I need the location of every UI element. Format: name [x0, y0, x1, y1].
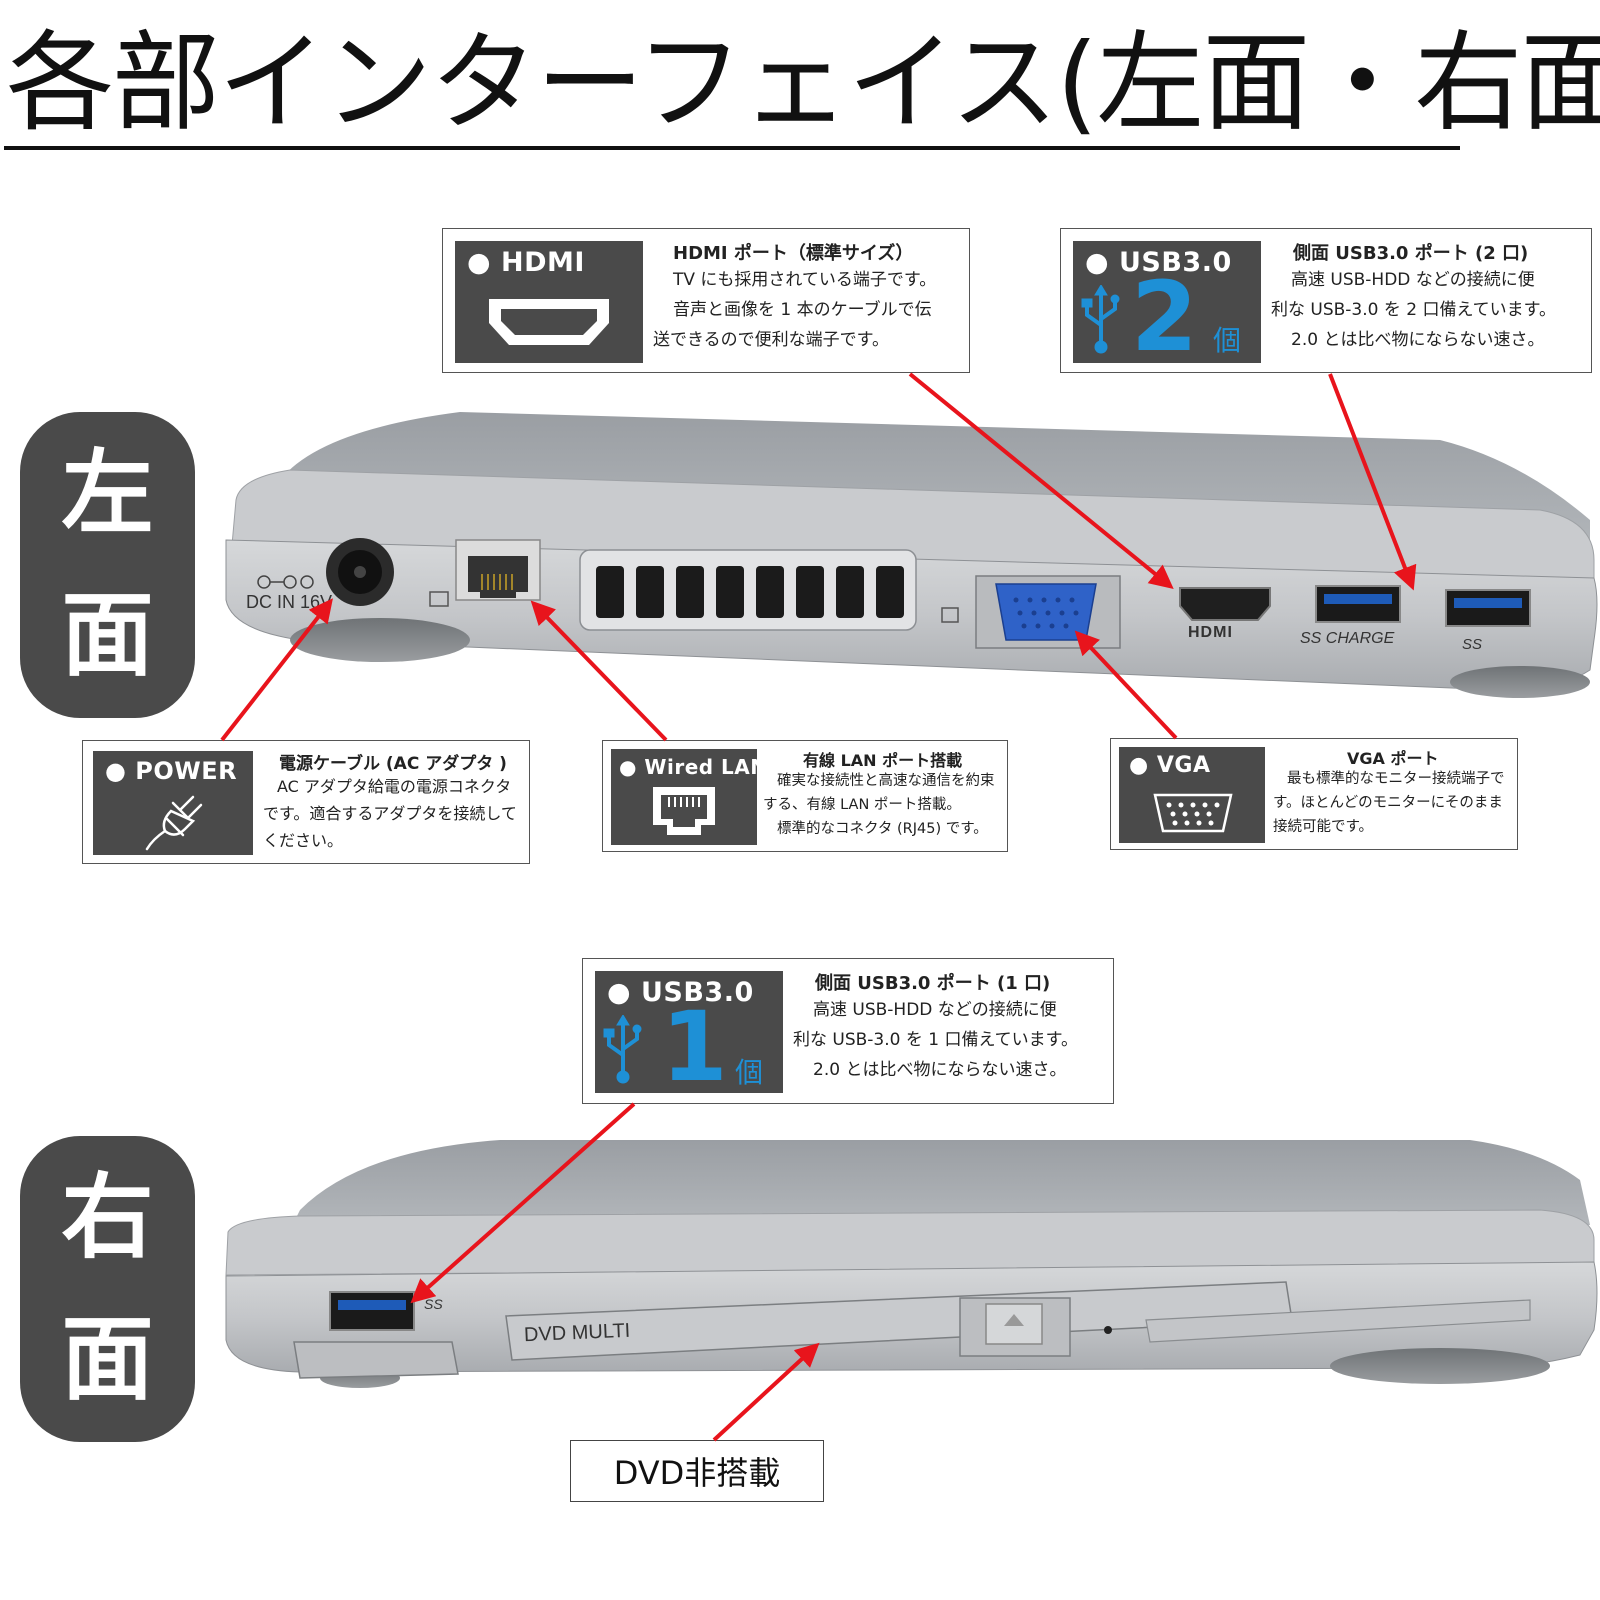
- usb-left-count: 2: [1131, 261, 1198, 373]
- left-side-char-2: 面: [61, 582, 154, 689]
- usb-left-line-1: 高速 USB-HDD などの接続に便: [1291, 270, 1535, 290]
- power-plug-icon: [145, 795, 203, 851]
- hdmi-callout-body: TV にも採用されている端子です。 音声と画像を 1 本のケーブルで伝 送できる…: [653, 265, 969, 355]
- vga-line-1: 最も標準的なモニター接続端子で: [1287, 771, 1505, 787]
- usb-left-tile-label: ● USB3.0: [1085, 247, 1232, 278]
- power-callout-body: AC アダプタ給電の電源コネクタ です。適合するアダプタを接続して ください。: [263, 773, 529, 854]
- usb-right-ss-marking: SS: [424, 1296, 443, 1312]
- lan-line-2: する、有線 LAN ポート搭載。: [763, 797, 961, 813]
- power-line-1: AC アダプタ給電の電源コネクタ: [277, 777, 512, 796]
- dvd-not-equipped-note: DVD非搭載: [570, 1440, 824, 1502]
- lan-line-3: 標準的なコネクタ (RJ45) です。: [777, 821, 988, 837]
- vga-connector-icon: [1153, 793, 1233, 833]
- usb-trident-icon: [1081, 285, 1120, 354]
- hdmi-icon: [489, 299, 609, 345]
- usb-trident-icon: [603, 1015, 642, 1084]
- vga-callout-body: 最も標準的なモニター接続端子で す。ほとんどのモニターにそのまま 接続可能です。: [1273, 767, 1517, 839]
- usb-port-right: [329, 1291, 415, 1331]
- usb-ss-marking: SS: [1462, 636, 1483, 653]
- page-title: 各部インターフェイス(左面・右面): [6, 21, 1600, 146]
- hdmi-line-1: TV にも採用されている端子です。: [673, 270, 937, 290]
- hdmi-line-3: 送できるので便利な端子です。: [653, 330, 889, 350]
- dvd-marking: DVD MULTI: [523, 1319, 631, 1347]
- hdmi-tile-label: ● HDMI: [467, 247, 585, 278]
- usb-right-line-2: 利な USB-3.0 を 1 口備えています。: [793, 1030, 1078, 1050]
- dc-in-marking: DC IN 16V: [246, 592, 333, 612]
- lan-line-1: 確実な接続性と高速な通信を約束: [777, 773, 995, 789]
- usb-left-callout: ● USB3.0 2 個 側面 USB3.0 ポート (2 口) 高速 USB-…: [1060, 228, 1592, 373]
- usb-right-unit: 個: [735, 1056, 764, 1089]
- usb-right-callout: ● USB3.0 1 個 側面 USB3.0 ポート (1 口) 高速 USB-…: [582, 958, 1114, 1104]
- power-callout-title: 電源ケーブル (AC アダプタ ): [279, 754, 507, 774]
- power-tile-label: ● POWER: [105, 757, 238, 785]
- ethernet-icon: [653, 787, 715, 835]
- hdmi-tile: ● HDMI: [455, 241, 643, 363]
- right-side-badge: 右 面: [20, 1136, 195, 1442]
- dvd-eject-button: [985, 1303, 1043, 1345]
- usb-right-callout-body: 高速 USB-HDD などの接続に便 利な USB-3.0 を 1 口備えていま…: [793, 995, 1113, 1085]
- power-line-3: ください。: [263, 831, 344, 850]
- usb-left-line-3: 2.0 とは比べ物にならない速さ。: [1291, 330, 1545, 350]
- left-side-char-1: 左: [61, 440, 154, 547]
- usb-left-line-2: 利な USB-3.0 を 2 口備えています。: [1271, 300, 1556, 320]
- vga-line-2: す。ほとんどのモニターにそのまま: [1273, 795, 1503, 811]
- usb-charge-marking: SS CHARGE: [1300, 630, 1395, 647]
- right-side-char-2: 面: [61, 1306, 154, 1413]
- hdmi-callout: ● HDMI HDMI ポート（標準サイズ） TV にも採用されている端子です。…: [442, 228, 970, 373]
- lan-callout: ● Wired LAN 有線 LAN ポート搭載 確実な接続性と高速な通信を約束…: [602, 740, 1008, 852]
- power-tile: ● POWER: [93, 751, 253, 855]
- vga-tile-label: ● VGA: [1129, 753, 1211, 778]
- usb-right-callout-title: 側面 USB3.0 ポート (1 口): [815, 973, 1051, 994]
- usb-left-callout-title: 側面 USB3.0 ポート (2 口): [1293, 243, 1529, 264]
- usb-left-callout-body: 高速 USB-HDD などの接続に便 利な USB-3.0 を 2 口備えていま…: [1271, 265, 1591, 355]
- usb-right-tile-label: ● USB3.0: [607, 977, 754, 1008]
- title-underline: [4, 146, 1460, 150]
- vga-line-3: 接続可能です。: [1273, 819, 1374, 835]
- right-side-char-1: 右: [61, 1164, 154, 1271]
- vga-callout: ● VGA VGA ポート 最も標準的なモニター接続端子で す。ほとんどのモニタ…: [1110, 738, 1518, 850]
- lan-callout-body: 確実な接続性と高速な通信を約束 する、有線 LAN ポート搭載。 標準的なコネク…: [763, 769, 1007, 841]
- usb-right-line-3: 2.0 とは比べ物にならない速さ。: [813, 1060, 1067, 1080]
- usb-left-unit: 個: [1213, 324, 1242, 357]
- power-line-2: です。適合するアダプタを接続して: [263, 804, 517, 823]
- power-callout: ● POWER 電源ケーブル (AC アダプタ ) AC アダプタ給電の電源コネ…: [82, 740, 530, 864]
- hdmi-port: [1179, 587, 1271, 621]
- vent-grille: [579, 549, 917, 631]
- left-side-badge: 左 面: [20, 412, 195, 718]
- vga-tile: ● VGA: [1119, 747, 1265, 843]
- usb-right-count: 1: [661, 991, 728, 1103]
- hdmi-marking: HDMI: [1188, 624, 1233, 641]
- usb-left-tile: ● USB3.0 2 個: [1073, 241, 1261, 367]
- lan-tile-label: ● Wired LAN: [619, 755, 768, 779]
- usb-right-line-1: 高速 USB-HDD などの接続に便: [813, 1000, 1057, 1020]
- usb-right-tile: ● USB3.0 1 個: [595, 971, 783, 1097]
- lan-callout-title: 有線 LAN ポート搭載: [803, 751, 963, 770]
- hdmi-line-2: 音声と画像を 1 本のケーブルで伝: [673, 300, 932, 320]
- vga-callout-title: VGA ポート: [1347, 749, 1439, 768]
- lan-tile: ● Wired LAN: [611, 749, 767, 845]
- hdmi-callout-title: HDMI ポート（標準サイズ）: [673, 243, 914, 264]
